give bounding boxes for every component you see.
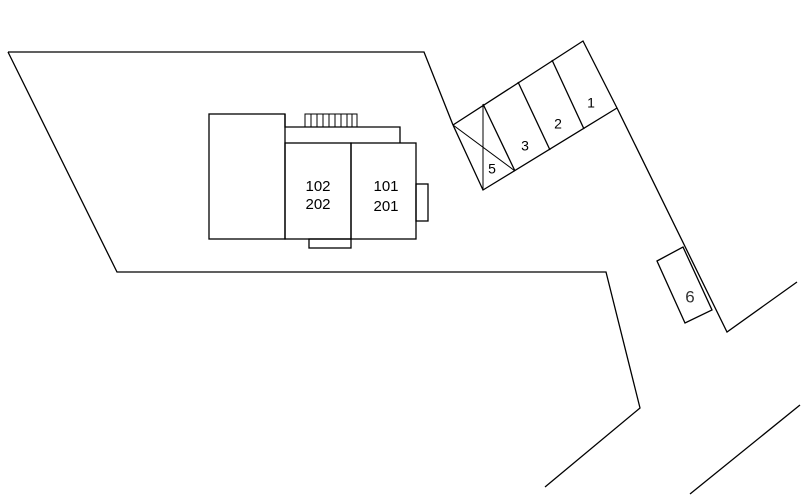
staircase-outline bbox=[304, 113, 358, 128]
stall-divider bbox=[517, 81, 551, 151]
unit-label-102: 102 bbox=[305, 178, 330, 195]
stall-divider bbox=[482, 103, 516, 172]
unit-label-202: 202 bbox=[305, 196, 330, 213]
parking-stalls bbox=[452, 59, 618, 191]
parking-strip-boundary bbox=[452, 40, 798, 333]
parking-space-6 bbox=[656, 246, 713, 324]
lot-boundary-left bbox=[7, 51, 641, 488]
building: 102 202 101 201 bbox=[208, 113, 429, 249]
road-edge bbox=[689, 404, 801, 495]
parking-label-6: 6 bbox=[685, 287, 694, 306]
lot-boundary bbox=[8, 51, 454, 126]
parking-label-5: 5 bbox=[488, 161, 496, 177]
staircase bbox=[304, 113, 358, 128]
building-west-wing bbox=[208, 113, 286, 240]
meter-box bbox=[415, 183, 429, 222]
stall-divider bbox=[551, 59, 585, 130]
stall-outline bbox=[452, 107, 618, 191]
parking-label-1: 1 bbox=[587, 95, 595, 111]
unit-label-101: 101 bbox=[373, 178, 398, 195]
corridor bbox=[284, 114, 401, 143]
parking-label-2: 2 bbox=[554, 116, 562, 132]
stall-5-cross bbox=[452, 124, 516, 172]
parking-label-3: 3 bbox=[521, 138, 529, 154]
unit-label-201: 201 bbox=[373, 198, 398, 215]
balcony bbox=[308, 238, 352, 249]
